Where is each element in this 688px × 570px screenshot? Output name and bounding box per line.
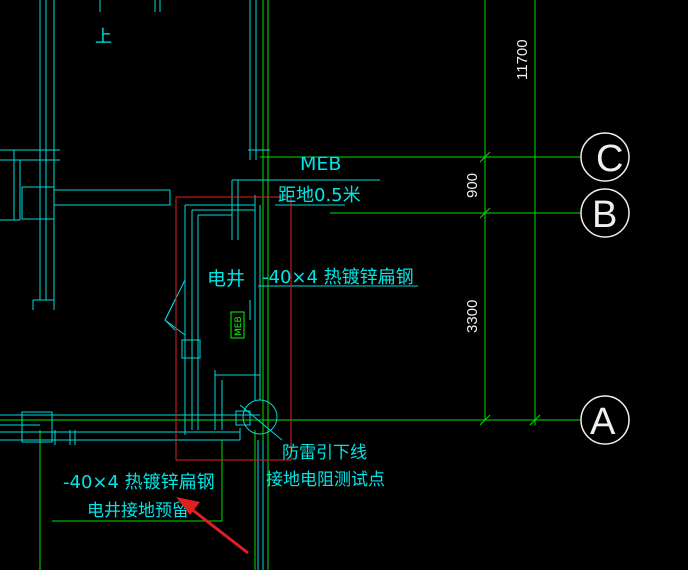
shaft-name-label: 电井 bbox=[207, 268, 245, 290]
wall-lines bbox=[0, 0, 418, 570]
axis-bubble-c bbox=[580, 132, 630, 182]
dim-tick bbox=[529, 414, 541, 426]
dim-text-3300: 3300 bbox=[464, 300, 481, 333]
meb-top-label: MEB bbox=[300, 153, 341, 175]
axis-bubble-a bbox=[580, 395, 630, 445]
meb-box-label: MEB bbox=[234, 316, 244, 336]
axis-bubble-b bbox=[580, 188, 630, 238]
top-char-label: 上 bbox=[95, 27, 112, 47]
dim-tick bbox=[479, 151, 491, 163]
dim-text-900: 900 bbox=[464, 173, 481, 198]
axis-label-b: B bbox=[592, 194, 617, 236]
steel-strip-bottom-label: -40×4 热镀锌扁钢 bbox=[63, 472, 215, 493]
axis-bubbles bbox=[580, 132, 630, 445]
height-note-label: 距地0.5米 bbox=[278, 185, 361, 206]
axis-label-a: A bbox=[590, 401, 616, 443]
steel-strip-right-label: -40×4 热镀锌扁钢 bbox=[262, 267, 414, 288]
axis-label-c: C bbox=[596, 138, 623, 180]
dim-tick bbox=[479, 207, 491, 219]
shaft-ground-reserved-label: 电井接地预留 bbox=[87, 501, 189, 521]
annotation-arrow-icon bbox=[176, 497, 249, 555]
dim-tick bbox=[479, 414, 491, 426]
dim-text-total: 11700 bbox=[514, 39, 531, 80]
grounding-test-point-label: 接地电阻测试点 bbox=[266, 470, 385, 490]
shaft-outline bbox=[175, 196, 292, 461]
meb-box bbox=[230, 311, 245, 339]
lightning-downlead-label: 防雷引下线 bbox=[282, 443, 367, 463]
